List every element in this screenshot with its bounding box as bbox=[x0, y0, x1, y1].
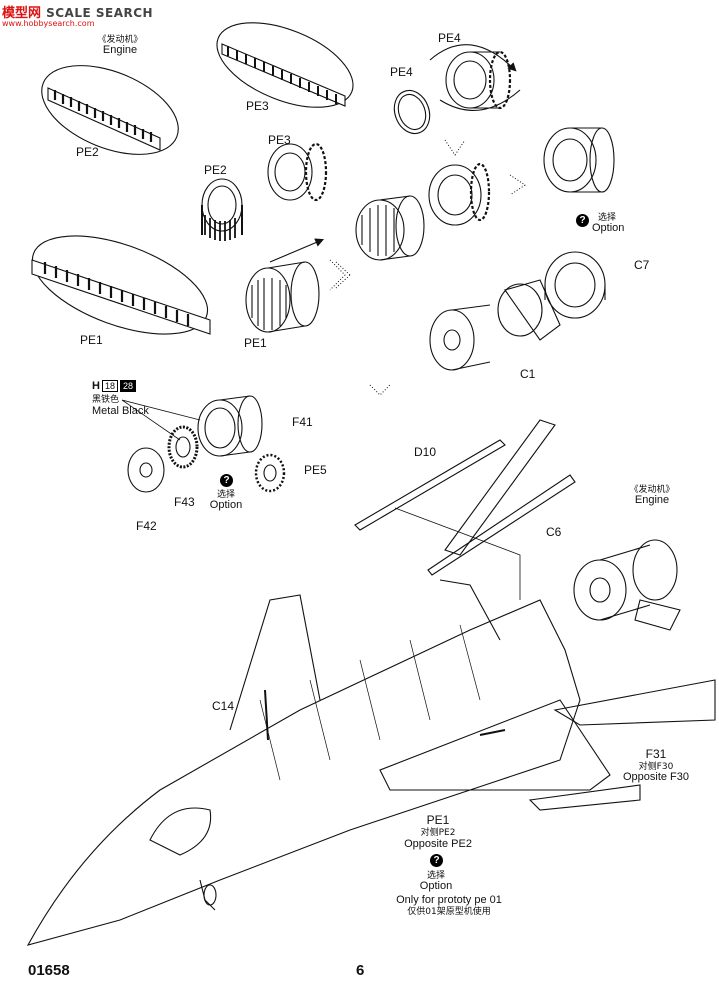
nozzle-pe2-mid bbox=[201, 178, 243, 241]
washer-f43 bbox=[167, 425, 199, 469]
pe2-fret-top bbox=[41, 65, 179, 155]
label-pe4-b: PE4 bbox=[390, 65, 413, 79]
kit-number: 01658 bbox=[28, 962, 70, 979]
gear-pe5 bbox=[254, 453, 286, 493]
assembly-arrows bbox=[329, 139, 526, 396]
watermark-brand: 模型网 bbox=[2, 6, 42, 21]
disc-f42 bbox=[127, 447, 165, 493]
option-en-b: Option bbox=[209, 499, 243, 511]
engine-right-cn: 《发动机》 bbox=[629, 485, 675, 495]
nozzle-pe1 bbox=[245, 238, 325, 333]
exhaust-f41 bbox=[197, 395, 263, 457]
prototype-note-cn: 仅供01架原型机使用 bbox=[407, 907, 491, 917]
nozzle-pe4 bbox=[429, 44, 521, 111]
opp-f30-cn: 对侧F30 bbox=[638, 762, 674, 772]
paint-name-cn: 黑铁色 bbox=[92, 395, 120, 405]
label-d10: D10 bbox=[414, 445, 437, 459]
engine-right bbox=[573, 539, 681, 631]
label-f41: F41 bbox=[292, 415, 313, 429]
option-cn-c: 选择 bbox=[426, 871, 446, 881]
label-pe1-mid: PE1 bbox=[244, 336, 267, 350]
opp-f30-en: Opposite F30 bbox=[622, 771, 690, 783]
label-c7: C7 bbox=[634, 258, 650, 272]
engine-top-en: Engine bbox=[102, 44, 138, 56]
option-icon-b: ? bbox=[220, 474, 233, 487]
label-pe1-bottom: PE1 bbox=[426, 813, 450, 827]
label-pe3-mid: PE3 bbox=[268, 133, 291, 147]
option-cn-b: 选择 bbox=[216, 490, 236, 500]
label-f42: F42 bbox=[136, 519, 157, 533]
paint-name-en: Metal Black bbox=[92, 405, 149, 417]
opp-pe2-en: Opposite PE2 bbox=[404, 838, 472, 850]
label-c1: C1 bbox=[520, 367, 536, 381]
paint-code-b: 28 bbox=[119, 380, 136, 392]
label-pe4-a: PE4 bbox=[438, 31, 461, 45]
label-c6: C6 bbox=[546, 525, 562, 539]
part-d10 bbox=[354, 419, 576, 600]
nozzle-option bbox=[543, 127, 615, 193]
watermark-text: SCALE SEARCH bbox=[46, 6, 154, 20]
label-pe1-left: PE1 bbox=[80, 333, 103, 347]
aircraft-fuselage bbox=[26, 579, 716, 946]
label-pe2-top: PE2 bbox=[76, 145, 99, 159]
pe1-fret-left bbox=[31, 235, 211, 335]
option-icon-c: ? bbox=[430, 854, 443, 867]
page-number: 6 bbox=[356, 962, 365, 979]
paint-code-a: 18 bbox=[101, 380, 118, 392]
label-pe5: PE5 bbox=[304, 463, 327, 477]
pe3-fret-top bbox=[216, 22, 354, 108]
pe4-ring bbox=[393, 89, 431, 135]
nozzle-right-center bbox=[428, 162, 491, 226]
label-pe3-top: PE3 bbox=[246, 99, 269, 113]
engine-right-en: Engine bbox=[634, 494, 670, 506]
opp-pe2-cn: 对侧PE2 bbox=[420, 828, 456, 838]
label-f43: F43 bbox=[174, 495, 195, 509]
watermark-logo: 模型网 SCALE SEARCH www.hobbysearch.com bbox=[2, 2, 153, 28]
option-en-a: Option bbox=[592, 222, 625, 234]
prototype-note-en: Only for prototy pe 01 bbox=[396, 894, 502, 906]
watermark-url: www.hobbysearch.com bbox=[2, 19, 95, 28]
option-cn-a: 选择 bbox=[598, 213, 617, 223]
paint-letter: H bbox=[92, 380, 100, 392]
nozzle-pe3-mid bbox=[267, 142, 328, 202]
option-icon-a: ? bbox=[576, 214, 589, 227]
label-c14: C14 bbox=[212, 699, 235, 713]
engine-top-cn: 《发动机》 bbox=[97, 35, 143, 45]
option-en-c: Option bbox=[419, 880, 453, 892]
nozzle-center bbox=[355, 195, 425, 261]
label-pe2-mid: PE2 bbox=[204, 163, 227, 177]
engine-assembly-c1 bbox=[429, 251, 606, 371]
label-f31: F31 bbox=[645, 747, 667, 761]
